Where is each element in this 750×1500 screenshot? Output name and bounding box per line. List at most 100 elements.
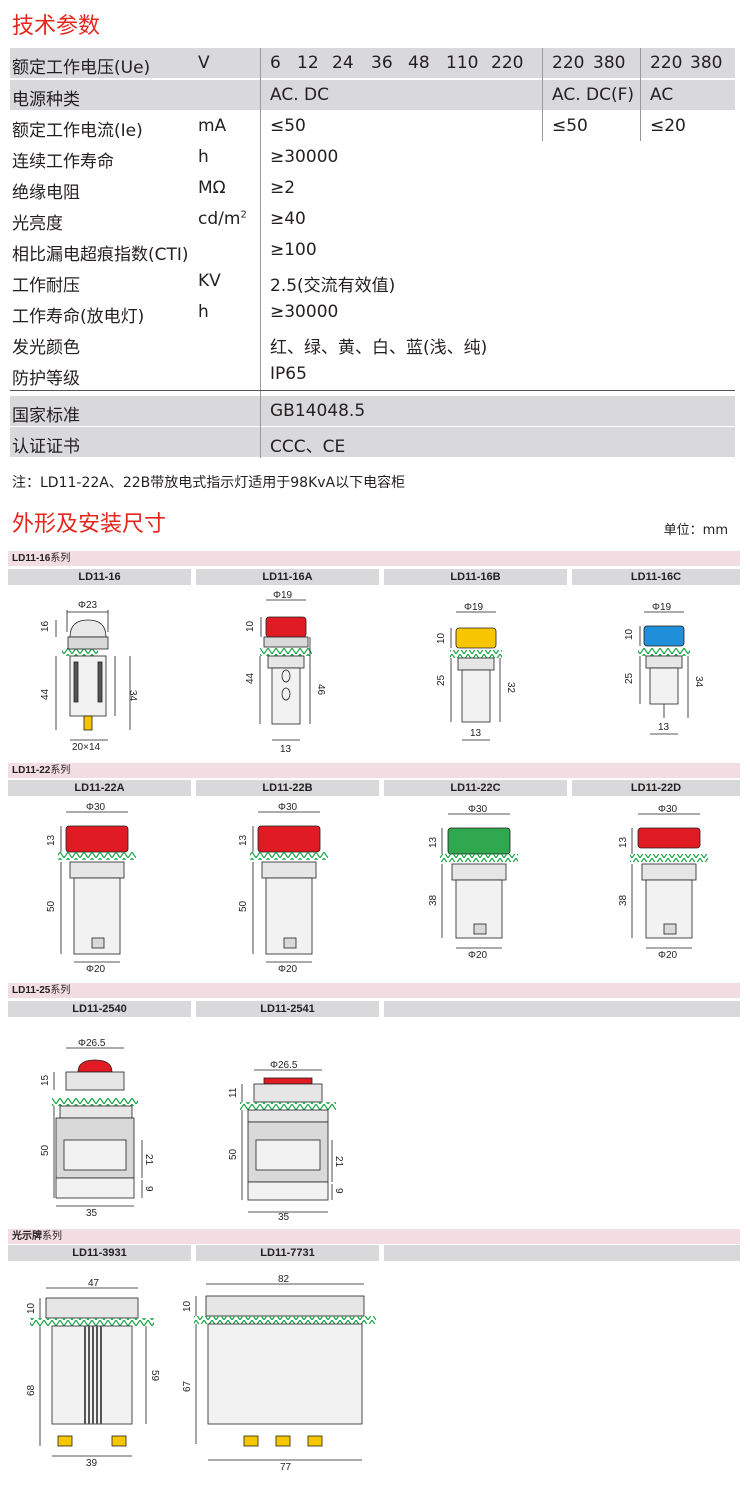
dim-label: 13 [46, 834, 57, 846]
spec-row: 连续工作寿命 h ≥30000 [10, 142, 735, 172]
voltage-value: 48 [408, 53, 430, 73]
spec-value: ≥30000 [270, 147, 339, 167]
series-bar-ld11-16: LD11-16系列 [8, 551, 740, 566]
dim-label: Φ20 [86, 964, 106, 975]
spec-label: 认证证书 [12, 437, 80, 457]
voltage-value: 380 [593, 53, 626, 73]
dim-label: Φ30 [278, 802, 298, 813]
model-header: LD11-16 [8, 569, 191, 585]
dim-label: Φ19 [652, 602, 672, 613]
dim-label: 13 [280, 744, 292, 755]
dimension-labels: Φ23 16 44 34 20×14 Φ19 10 44 46 13 Φ19 1… [26, 590, 704, 1473]
spec-value: ≥2 [270, 178, 296, 198]
dim-label: 50 [228, 1148, 239, 1160]
spec-row-power: 电源种类 AC. DC AC. DC(F) AC [10, 80, 735, 110]
spec-row: 相比漏电超痕指数(CTI) ≥100 [10, 235, 735, 265]
spec-row: 光亮度 cd/m2 ≥40 [10, 204, 735, 234]
dim-label: 10 [624, 628, 635, 640]
drawing-ld11-16 [55, 610, 131, 741]
dim-label: Φ30 [658, 804, 678, 815]
dim-label: 10 [436, 632, 447, 644]
spec-row-voltage: 额定工作电压(Ue) V 6 12 24 36 48 110 220 220 3… [10, 48, 735, 78]
dim-label: 9 [333, 1188, 344, 1194]
unit-text: cd/m [198, 209, 241, 229]
spec-row: 发光颜色 红、绿、黄、白、蓝(浅、纯) [10, 328, 735, 358]
model-header: LD11-22D [572, 780, 740, 796]
spec-label: 额定工作电压(Ue) [12, 58, 151, 78]
spec-label: 光亮度 [12, 214, 63, 234]
voltage-value: 12 [297, 53, 319, 73]
dim-label: 35 [278, 1212, 290, 1223]
dim-label: 9 [143, 1186, 154, 1192]
voltage-value: 110 [446, 53, 479, 73]
spec-label: 相比漏电超痕指数(CTI) [12, 245, 189, 265]
table-divider [260, 48, 261, 458]
dim-label: 13 [658, 722, 670, 733]
dim-label: 68 [26, 1384, 37, 1396]
dim-label: 32 [505, 682, 516, 694]
model-header: LD11-22A [8, 780, 191, 796]
drawing-ld11-22a [58, 811, 136, 963]
spec-value: 红、绿、黄、白、蓝(浅、纯) [270, 338, 488, 358]
dim-label: Φ20 [658, 950, 678, 961]
dim-label: 10 [245, 620, 256, 632]
spec-row: 工作耐压 KV 2.5(交流有效值) [10, 266, 735, 296]
spec-unit: mA [198, 116, 227, 136]
dim-label: 13 [428, 836, 439, 848]
model-header: LD11-2540 [8, 1001, 191, 1017]
drawing-ld11-22d [630, 813, 708, 949]
dim-label: 77 [280, 1462, 292, 1473]
voltage-value: 6 [270, 53, 281, 73]
footnote: 注：LD11-22A、22B带放电式指示灯适用于98KvA以下电容柜 [12, 475, 406, 491]
dim-label: 35 [86, 1208, 98, 1219]
dim-label: 67 [182, 1380, 193, 1392]
spec-value: ≥100 [270, 240, 317, 260]
voltage-value: 220 [491, 53, 524, 73]
spec-row: 工作寿命(放电灯) h ≥30000 [10, 297, 735, 327]
model-header: LD11-3931 [8, 1245, 191, 1261]
series-suffix: 系列 [50, 765, 71, 776]
spec-unit: MΩ [198, 178, 226, 198]
model-header: LD11-16B [384, 569, 567, 585]
dim-label: 13 [618, 836, 629, 848]
model-header: LD11-16A [196, 569, 379, 585]
table-divider [542, 48, 543, 141]
spec-label: 发光颜色 [12, 338, 80, 358]
dim-label: 46 [315, 684, 326, 696]
dim-label: 38 [618, 894, 629, 906]
series-name: 光示牌 [12, 1231, 42, 1242]
dim-label: 39 [86, 1458, 98, 1469]
unit-label: 单位：mm [663, 523, 728, 538]
dim-label: 59 [149, 1370, 160, 1382]
model-header-empty [384, 1001, 740, 1017]
spec-value: ≥30000 [270, 302, 339, 322]
dim-label: 50 [46, 900, 57, 912]
model-header: LD11-22B [196, 780, 379, 796]
spec-unit: V [198, 53, 210, 73]
dim-label: 44 [40, 688, 51, 700]
drawing-ld11-16c [638, 611, 690, 735]
series-bar-sign: 光示牌系列 [8, 1229, 740, 1244]
spec-value: AC [650, 85, 674, 105]
drawing-ld11-22c [440, 813, 518, 949]
dim-label: 21 [143, 1154, 154, 1166]
spec-label: 额定工作电流(Ie) [12, 121, 143, 141]
spec-label: 连续工作寿命 [12, 152, 114, 172]
series-suffix: 系列 [50, 985, 71, 996]
dim-label: 34 [127, 690, 138, 702]
spec-label: 国家标准 [12, 406, 80, 426]
dim-label: 16 [40, 620, 51, 632]
drawing-ld11-22b [250, 811, 328, 963]
drawing-ld11-7731 [194, 1283, 376, 1461]
dim-label: 10 [182, 1300, 193, 1312]
voltage-value: 36 [371, 53, 393, 73]
series-suffix: 系列 [42, 1231, 62, 1242]
model-header: LD11-2541 [196, 1001, 379, 1017]
dim-label: Φ30 [86, 802, 106, 813]
series-suffix: 系列 [50, 553, 71, 564]
dim-label: Φ19 [464, 602, 484, 613]
spec-row: 国家标准 GB14048.5 [10, 396, 735, 426]
dim-label: 47 [88, 1278, 100, 1289]
unit-superscript: 2 [240, 209, 247, 221]
dim-label: 13 [238, 834, 249, 846]
